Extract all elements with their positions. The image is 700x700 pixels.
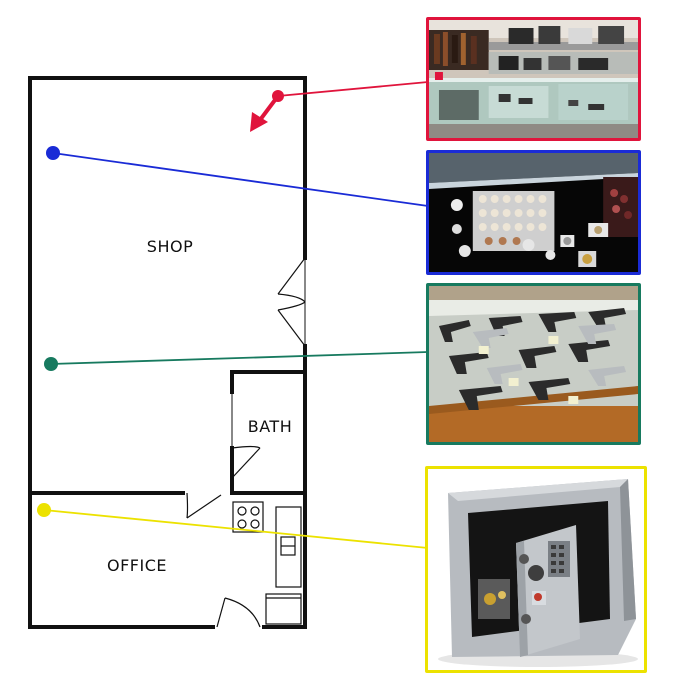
- room-label-office: OFFICE: [107, 556, 167, 575]
- gun-case-photo: [426, 283, 641, 445]
- walls: [28, 76, 307, 629]
- refrigerator: [265, 593, 302, 625]
- office-door-bottom: [215, 597, 262, 629]
- markers: [37, 90, 284, 517]
- shop-double-door: [277, 257, 306, 347]
- connector-yellow: [43, 509, 429, 549]
- marker-blue-dot: [46, 146, 60, 160]
- connector-blue: [52, 152, 429, 207]
- office-door-top: [186, 492, 222, 519]
- marker-yellow-dot: [37, 503, 51, 517]
- camera-direction-arrow: [250, 90, 284, 132]
- connector-red: [277, 81, 429, 97]
- room-label-bath: BATH: [248, 417, 292, 436]
- kitchen-counter: [275, 506, 302, 588]
- shop-interior-photo: [426, 17, 641, 141]
- connectors: [43, 81, 429, 549]
- coin-case-photo: [426, 150, 641, 275]
- room-label-shop: SHOP: [147, 237, 193, 256]
- safe-photo: [425, 466, 647, 673]
- bath-door: [231, 392, 261, 479]
- connector-green: [50, 351, 429, 365]
- marker-green-dot: [44, 357, 58, 371]
- stove: [232, 501, 264, 533]
